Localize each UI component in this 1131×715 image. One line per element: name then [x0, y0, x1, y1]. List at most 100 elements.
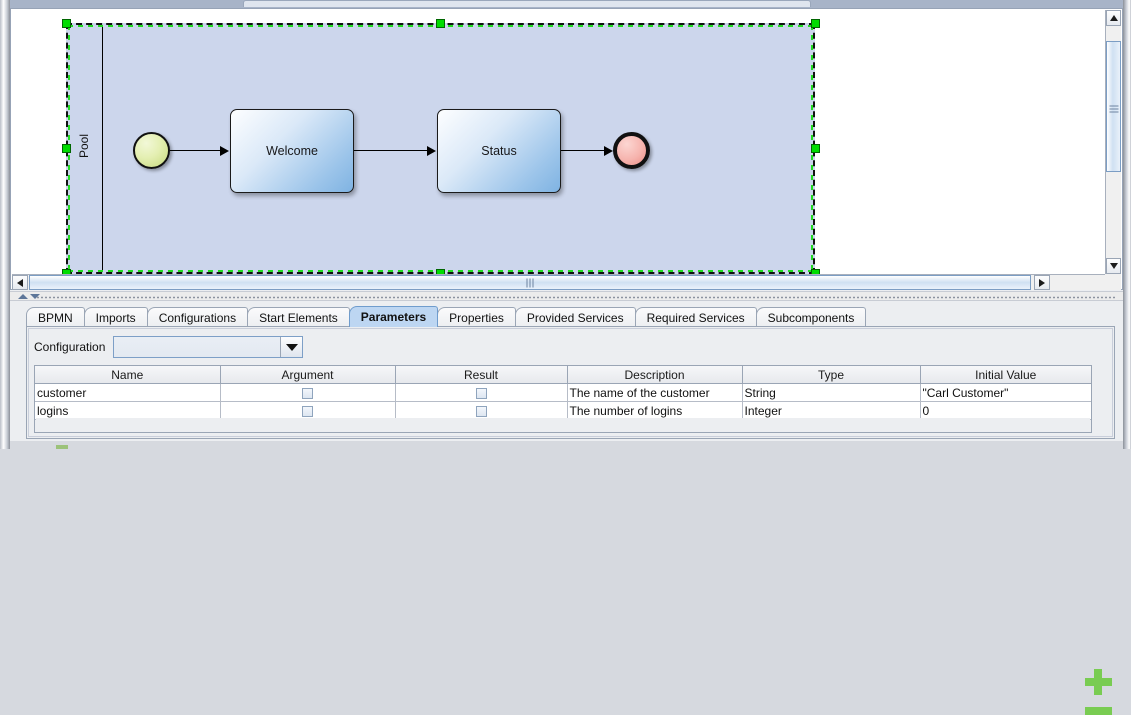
cell-result-checkbox[interactable] — [395, 383, 568, 402]
remove-parameter-button[interactable] — [1085, 707, 1112, 715]
scroll-right-icon — [1039, 278, 1045, 287]
column-header-initial-value[interactable]: Initial Value — [920, 366, 1091, 384]
cell-argument-checkbox[interactable] — [220, 401, 396, 420]
tab-required-services-label: Required Services — [646, 310, 745, 325]
bpmn-canvas[interactable]: Pool Welcome Statu — [12, 10, 1106, 274]
selection-handle-top-right[interactable] — [811, 19, 820, 28]
tab-provided-services[interactable]: Provided Services — [514, 307, 636, 327]
cell-initial-value[interactable]: 0 — [920, 401, 1091, 420]
cell-type[interactable]: Integer — [742, 401, 921, 420]
tab-properties[interactable]: Properties — [437, 307, 516, 327]
window-bottom-edge — [10, 441, 1123, 449]
pool-label: Pool — [74, 106, 94, 186]
sequence-flow-status-to-end[interactable] — [561, 150, 609, 151]
scroll-left-button[interactable] — [12, 275, 28, 290]
column-header-name[interactable]: Name — [35, 366, 221, 384]
selection-handle-bottom-left[interactable] — [62, 269, 71, 274]
cell-description[interactable]: The name of the customer — [567, 383, 743, 402]
selection-handle-bottom-center[interactable] — [436, 269, 445, 274]
diagram-editor-pane: Pool Welcome Statu — [10, 8, 1123, 290]
partial-editor-tab[interactable] — [243, 0, 811, 7]
column-header-result[interactable]: Result — [395, 366, 568, 384]
selection-handle-bottom-right[interactable] — [811, 269, 820, 274]
canvas-horizontal-scrollbar[interactable] — [12, 274, 1106, 290]
parameters-tab-content: Configuration — [28, 328, 1113, 437]
cell-argument-checkbox[interactable] — [220, 383, 396, 402]
selection-handle-middle-left[interactable] — [62, 144, 71, 153]
scroll-up-button[interactable] — [1106, 10, 1121, 26]
cell-initial-value[interactable]: "Carl Customer" — [920, 383, 1091, 402]
cell-description[interactable]: The number of logins — [567, 401, 743, 420]
tab-imports-label: Imports — [95, 310, 136, 325]
horizontal-thumb-grip-icon — [526, 278, 534, 287]
cell-result-checkbox[interactable] — [395, 401, 568, 420]
pool-label-text: Pool — [77, 133, 91, 159]
tab-properties-label: Properties — [449, 310, 504, 325]
triangle-down-icon[interactable] — [30, 294, 40, 299]
scroll-right-button[interactable] — [1034, 275, 1050, 290]
parameters-tab-panel: Configuration — [26, 326, 1115, 439]
cell-name[interactable]: customer — [35, 383, 221, 402]
tab-configurations[interactable]: Configurations — [146, 307, 249, 327]
checkbox-icon[interactable] — [475, 405, 487, 417]
table-empty-area[interactable] — [36, 418, 1090, 431]
horizontal-scrollbar-thumb[interactable] — [29, 275, 1031, 290]
tab-subcomponents[interactable]: Subcomponents — [755, 307, 867, 327]
vertical-thumb-grip-icon — [1109, 103, 1118, 112]
selection-handle-middle-right[interactable] — [811, 144, 820, 153]
sequence-flow-start-to-welcome[interactable] — [170, 150, 225, 151]
table-row[interactable]: customer The name of the customer String… — [35, 383, 1091, 402]
arrowhead-status-to-end — [604, 146, 613, 156]
scroll-left-icon — [17, 278, 23, 287]
configuration-combobox[interactable] — [113, 336, 304, 358]
window-left-border — [0, 0, 10, 449]
configuration-combobox-value[interactable] — [114, 337, 281, 357]
tab-bpmn[interactable]: BPMN — [26, 307, 85, 327]
tab-subcomponents-label: Subcomponents — [767, 310, 855, 325]
checkbox-icon[interactable] — [302, 405, 313, 417]
table-header-row: Name Argument Result Description Type In… — [35, 366, 1091, 384]
task-status-label: Status — [481, 144, 517, 158]
selection-handle-top-center[interactable] — [436, 19, 445, 28]
scroll-up-icon — [1109, 15, 1118, 21]
pool-lane-separator — [102, 25, 103, 272]
cell-name[interactable]: logins — [35, 401, 221, 420]
column-header-argument[interactable]: Argument — [220, 366, 396, 384]
tab-configurations-label: Configurations — [158, 310, 237, 325]
task-welcome-label: Welcome — [266, 144, 318, 158]
plus-icon-vertical — [1094, 669, 1102, 695]
tab-bar: BPMN Imports Configurations Start Elemen… — [26, 306, 867, 327]
tab-imports[interactable]: Imports — [83, 307, 148, 327]
split-pane-divider[interactable] — [10, 291, 1123, 301]
bpmn-task-status[interactable]: Status — [437, 109, 561, 193]
scrollbar-corner — [1105, 274, 1121, 290]
column-header-type[interactable]: Type — [742, 366, 921, 384]
bpmn-end-event[interactable] — [613, 132, 650, 169]
configuration-row: Configuration — [34, 335, 304, 359]
checkbox-icon[interactable] — [302, 387, 313, 399]
bpmn-task-welcome[interactable]: Welcome — [230, 109, 354, 193]
scroll-down-button[interactable] — [1106, 258, 1121, 274]
triangle-up-icon[interactable] — [18, 294, 28, 299]
top-tab-strip — [10, 0, 1123, 8]
tab-start-elements-label: Start Elements — [259, 310, 338, 325]
bpmn-start-event[interactable] — [133, 132, 170, 169]
configuration-combobox-button[interactable] — [280, 337, 303, 357]
cell-type[interactable]: String — [742, 383, 921, 402]
parameters-table: Name Argument Result Description Type In… — [35, 366, 1091, 420]
tab-start-elements[interactable]: Start Elements — [247, 307, 350, 327]
column-header-description[interactable]: Description — [567, 366, 743, 384]
vertical-scrollbar-thumb[interactable] — [1106, 41, 1121, 172]
configuration-label: Configuration — [34, 340, 106, 354]
selection-handle-top-left[interactable] — [62, 19, 71, 28]
table-row[interactable]: logins The number of logins Integer 0 — [35, 401, 1091, 420]
canvas-vertical-scrollbar[interactable] — [1105, 10, 1121, 274]
tab-parameters[interactable]: Parameters — [348, 306, 439, 327]
divider-grip-texture — [36, 296, 1117, 299]
tab-required-services[interactable]: Required Services — [634, 307, 757, 327]
parameters-table-container[interactable]: Name Argument Result Description Type In… — [34, 365, 1092, 433]
sequence-flow-welcome-to-status[interactable] — [354, 150, 432, 151]
checkbox-icon[interactable] — [475, 387, 487, 399]
tab-provided-services-label: Provided Services — [526, 310, 624, 325]
